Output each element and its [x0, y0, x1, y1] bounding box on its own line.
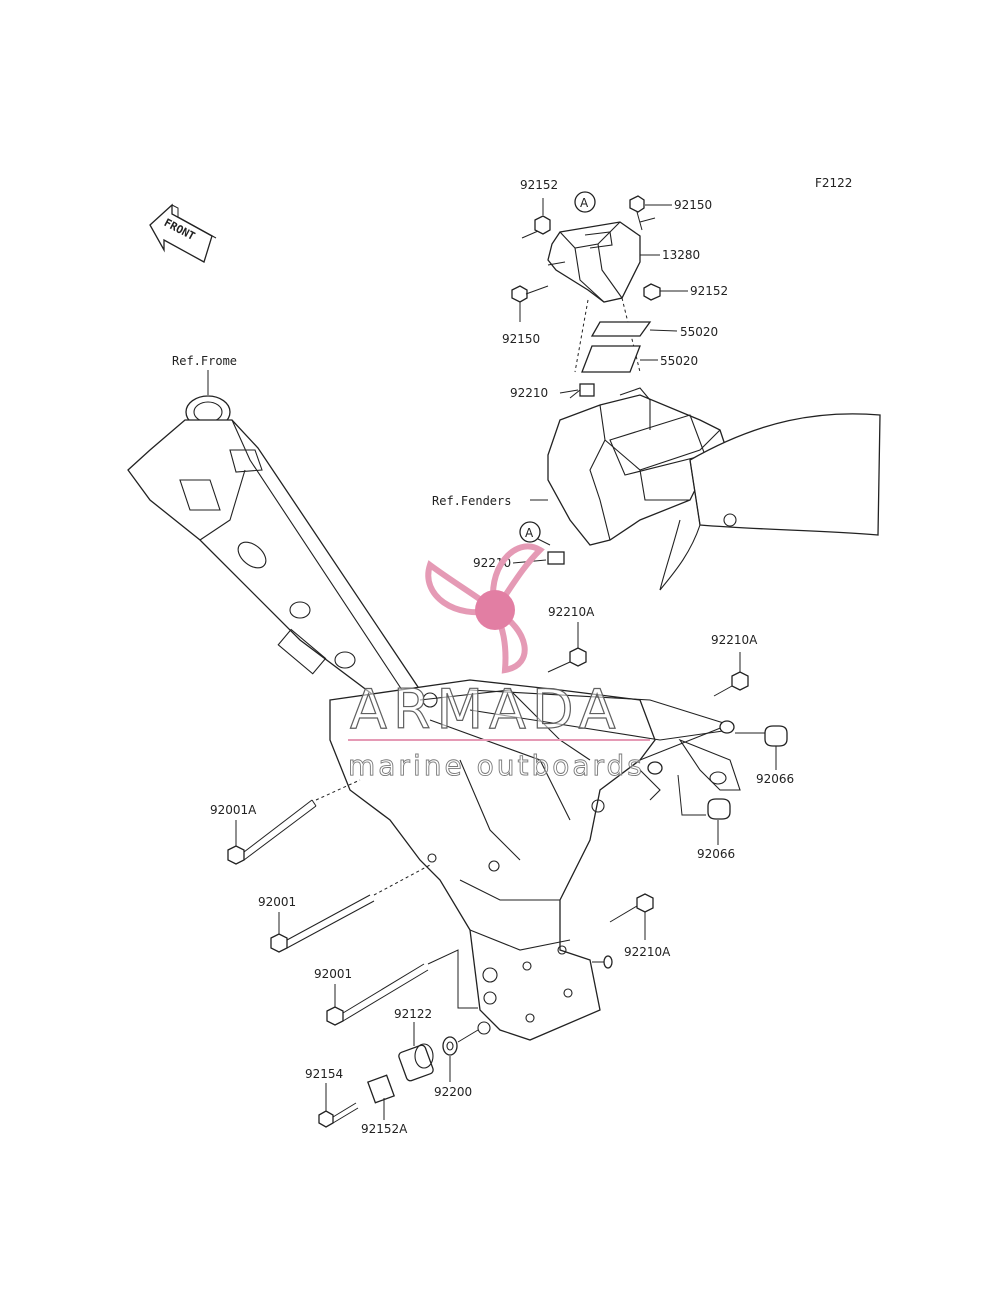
watermark: ARMADA marine outboards [348, 543, 650, 782]
part-92210A-c: 92210A [624, 945, 671, 959]
part-92210A-b: 92210A [711, 633, 758, 647]
part-92150-left: 92150 [502, 332, 540, 346]
part-55020-a: 55020 [680, 325, 718, 339]
figure-code: F2122 [815, 176, 852, 190]
part-92001A: 92001A [210, 803, 257, 817]
part-55020-b: 55020 [660, 354, 698, 368]
callout-a-bottom-label: A [525, 526, 534, 540]
part-92152A: 92152A [361, 1122, 408, 1136]
callout-a-top-label: A [580, 196, 589, 210]
part-92200: 92200 [434, 1085, 472, 1099]
part-92001-b: 92001 [314, 967, 352, 981]
part-92152-top: 92152 [520, 178, 558, 192]
callout-a-top: A [574, 191, 596, 213]
part-92066-a: 92066 [756, 772, 794, 786]
front-arrow-icon: FRONT [149, 203, 217, 263]
part-92122: 92122 [394, 1007, 432, 1021]
watermark-tagline: marine outboards [348, 749, 645, 782]
callout-a-bottom: A [519, 521, 541, 543]
part-92001-a: 92001 [258, 895, 296, 909]
part-92210-top: 92210 [510, 386, 548, 400]
part-13280: 13280 [662, 248, 700, 262]
part-number-labels: 92152 92150 13280 92152 92150 55020 5502… [210, 178, 794, 1136]
frame-drawing [127, 370, 741, 1041]
upper-bracket-drawing [521, 217, 881, 591]
ref-frame-label: Ref.Frome [172, 354, 237, 368]
part-92152-right: 92152 [690, 284, 728, 298]
watermark-brand: ARMADA [350, 678, 622, 741]
part-92150-top: 92150 [674, 198, 712, 212]
lower-hardware [227, 622, 788, 1128]
ref-fenders-label: Ref.Fenders [432, 494, 511, 508]
part-92210A-a: 92210A [548, 605, 595, 619]
propeller-logo-icon [425, 543, 545, 674]
part-92154: 92154 [305, 1067, 343, 1081]
part-92066-b: 92066 [697, 847, 735, 861]
